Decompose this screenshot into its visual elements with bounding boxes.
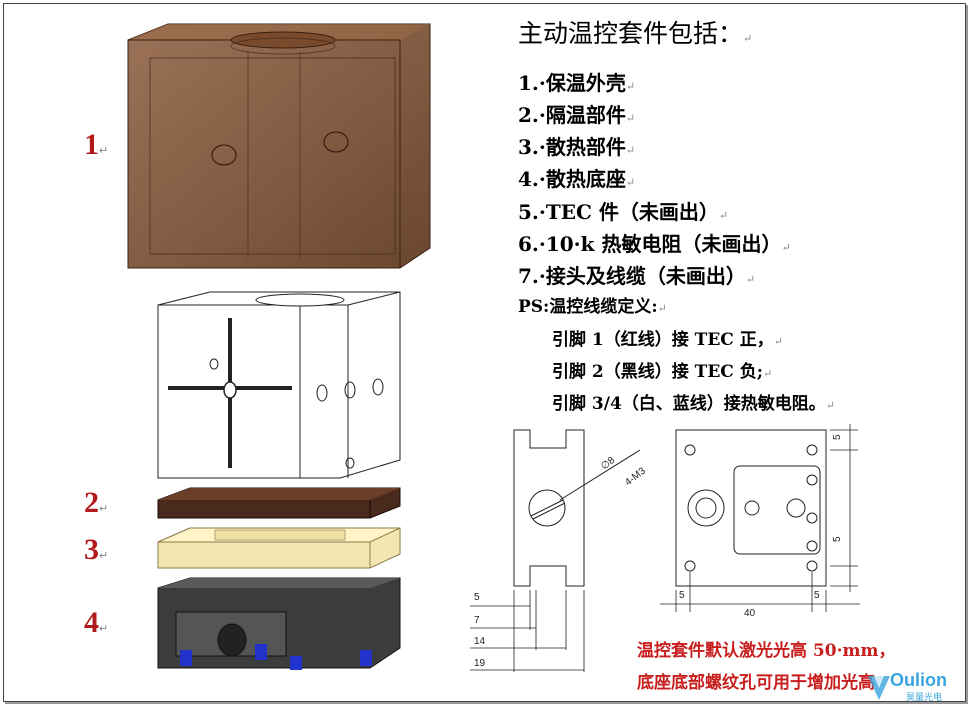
- dim-hole-diameter: ∅8: [599, 455, 617, 473]
- part-label-2: 2↵: [84, 486, 109, 519]
- dim-side-1: 5: [832, 536, 843, 542]
- heatsink-plate: [157, 527, 401, 569]
- note-line: 温控套件默认激光光高 50·mm，: [637, 641, 896, 661]
- logo-subtitle: 昊量光电: [906, 693, 943, 703]
- part-label-3: 3↵: [84, 533, 109, 566]
- dim-left-0: 5: [474, 592, 480, 603]
- company-logo: Oulion 昊量光电: [866, 668, 966, 704]
- kit-title: 主动温控套件包括：↵: [518, 19, 753, 48]
- white-block: [157, 291, 401, 479]
- dim-left-1: 7: [474, 615, 480, 626]
- dim-bottom-1: 40: [744, 608, 756, 619]
- component-item: 6.·10·k 热敏电阻（未画出）↵: [518, 232, 791, 256]
- component-item: 7.·接头及线缆（未画出）↵: [518, 264, 756, 288]
- pin-definition: 引脚 1（红线）接 TEC 正，↵: [552, 330, 783, 350]
- logo-text: Oulion: [890, 670, 947, 690]
- component-item: 4.·散热底座↵: [518, 167, 636, 191]
- dim-left-3: 19: [474, 658, 486, 669]
- pin-definition: 引脚 3/4（白、蓝线）接热敏电阻。↵: [552, 394, 836, 414]
- slide-frame: [3, 3, 966, 702]
- component-item: 5.·TEC 件（未画出）↵: [518, 200, 729, 224]
- note-line: 底座底部螺纹孔可用于增加光高: [637, 673, 875, 693]
- side-view-drawing: [470, 429, 641, 672]
- insulation-shell: [127, 23, 431, 269]
- dim-side-0: 5: [832, 434, 843, 440]
- component-item: 2.·隔温部件↵: [518, 103, 636, 127]
- insulating-plate: [157, 487, 401, 519]
- part-label-1: 1↵: [84, 128, 109, 161]
- dim-left-2: 14: [474, 636, 486, 647]
- component-item: 1.·保温外壳↵: [518, 71, 636, 95]
- logo-icon: [868, 676, 890, 700]
- dim-bottom-2: 5: [814, 590, 820, 601]
- component-item: 3.·散热部件↵: [518, 135, 636, 159]
- ps-title: PS:温控线缆定义:↵: [518, 297, 667, 317]
- pin-definition: 引脚 2（黑线）接 TEC 负;↵: [552, 362, 773, 382]
- part-label-4: 4↵: [84, 606, 109, 639]
- heatsink-base: [157, 577, 401, 670]
- front-view-drawing: [660, 424, 860, 612]
- dim-thread: 4-M3: [623, 465, 648, 488]
- dim-bottom-0: 5: [679, 590, 685, 601]
